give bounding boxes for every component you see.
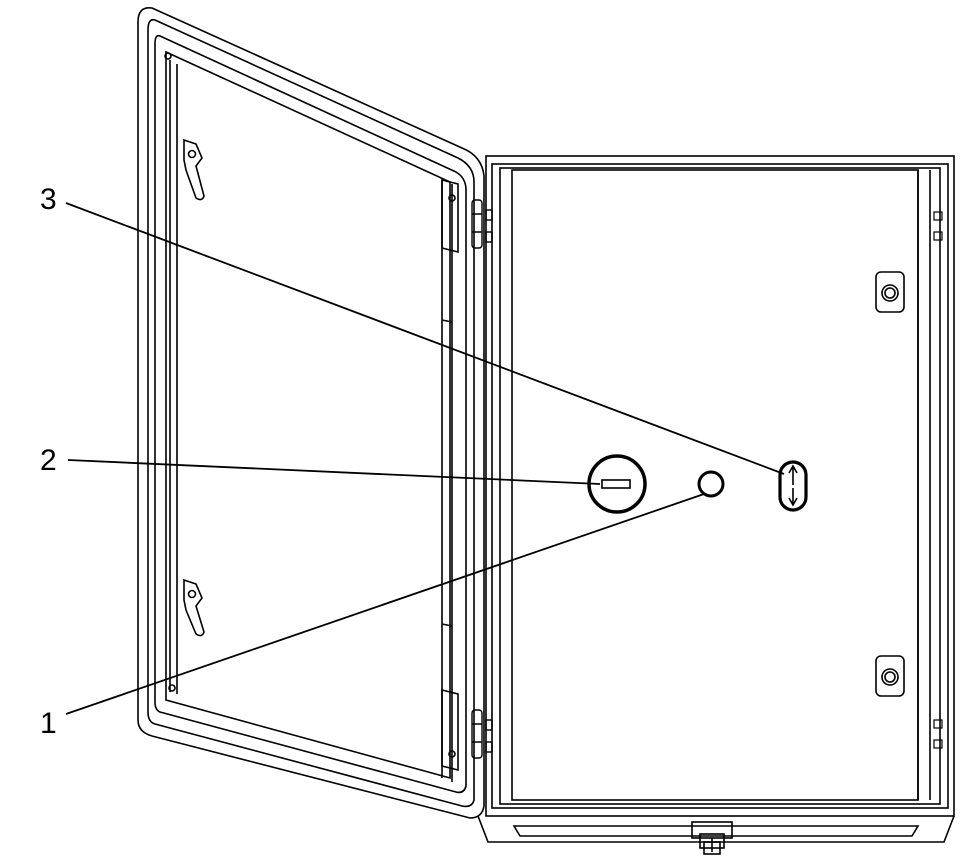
body-frame-3 [499,167,941,805]
leader-line-2 [67,459,601,485]
gland-plate-slot [512,825,920,837]
lock-key-slot [601,479,631,489]
door-pin-bottom [168,684,176,692]
body-frame-2 [491,163,949,809]
arrow-down-icon [788,488,798,507]
callout-label-3: 3 [40,183,57,216]
door-hinge-top [441,178,459,254]
door-hinge-bottom [441,688,459,772]
door-pin-top [164,52,172,60]
door-left-strip [169,60,178,694]
door-rim [147,18,475,808]
indicator-lamp [697,470,725,498]
open-door [137,6,485,819]
hinge-upper [471,199,493,249]
leader-line-1 [65,493,705,715]
slot-opening-with-arrows [778,460,808,512]
body-side-lines [917,170,931,800]
leader-lines [65,202,785,715]
body-outer-frame [485,155,955,817]
door-inner-panel [154,34,467,794]
callout-label-1: 1 [40,707,57,740]
callout-label-2: 2 [40,444,57,477]
door-right-bar [441,180,453,782]
door-gasket [165,50,451,780]
hinge-lower [471,709,493,759]
cabinet-body [477,155,955,855]
mounting-clip-top [875,271,905,313]
door-pin-right-bottom [448,750,456,758]
mounting-clip-bottom [875,655,905,697]
door-latch-bottom [183,578,205,637]
arrow-up-icon [788,464,798,485]
leader-line-3 [65,202,785,475]
bottom-screw [691,821,733,855]
door-latch-top [183,138,205,201]
body-brackets [933,211,943,749]
door-pin-right-top [448,194,456,202]
door-outer-frame [137,6,485,819]
